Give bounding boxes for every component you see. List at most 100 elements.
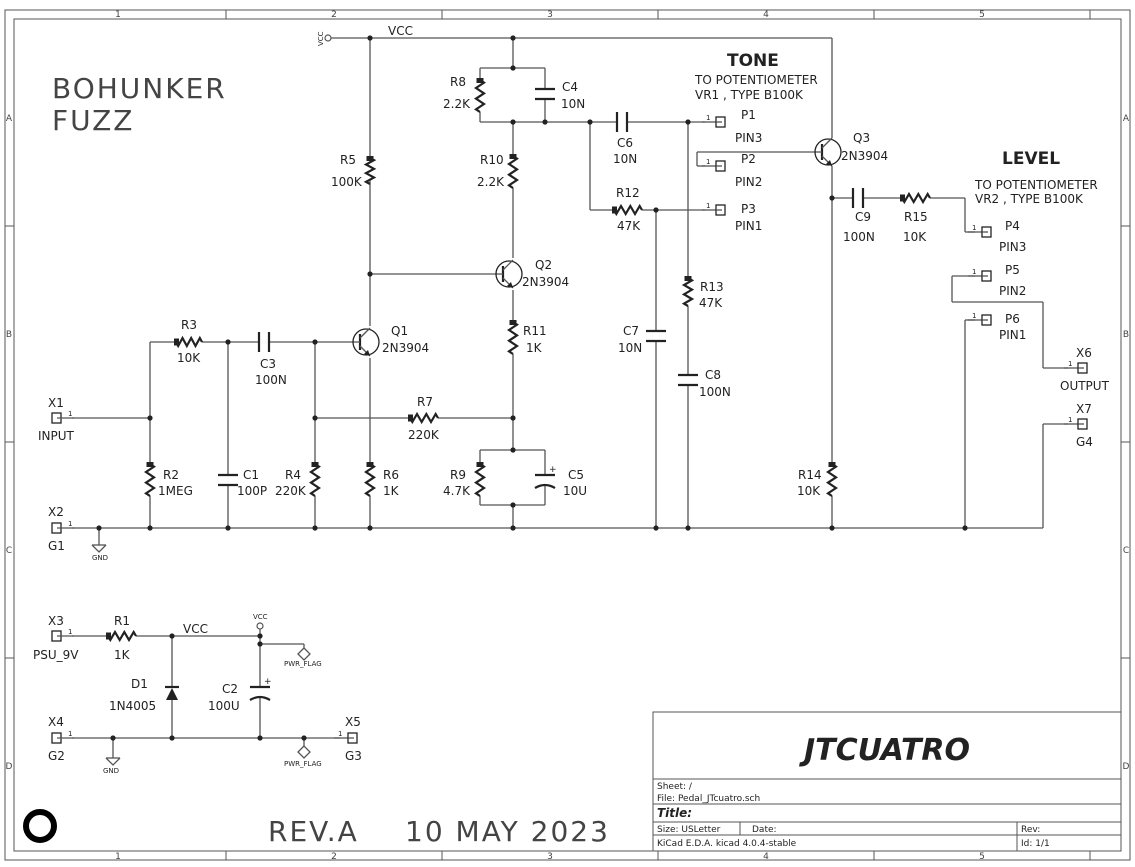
connector-p1: [702, 116, 726, 128]
capacitor-c5: +: [534, 465, 557, 489]
value-c8: 100N: [699, 385, 731, 399]
value-r3: 10K: [177, 351, 201, 365]
value-x1: INPUT: [38, 429, 75, 443]
ref-x4: X4: [48, 715, 64, 729]
resistor-r3: [174, 335, 203, 349]
ref-x3: X3: [48, 614, 64, 628]
title-block-file: File: Pedal_JTcuatro.sch: [657, 794, 760, 804]
value-p2: PIN2: [735, 175, 762, 189]
value-r1: 1K: [114, 648, 131, 662]
connector-x7: [1064, 418, 1088, 430]
tone-subtitle-1: TO POTENTIOMETER: [694, 73, 818, 87]
pin-number-label: 1: [972, 312, 976, 320]
ref-r6: R6: [383, 468, 399, 482]
ref-c5: C5: [568, 468, 584, 482]
ref-c2: C2: [222, 682, 238, 696]
svg-text:+: +: [549, 465, 557, 475]
junction-dot: [147, 415, 153, 421]
column-label-bottom: 2: [331, 852, 337, 862]
resistor-r8: [474, 78, 486, 113]
column-label-top: 4: [763, 10, 769, 20]
junction-dot: [510, 35, 516, 41]
tone-heading: TONE: [727, 51, 779, 71]
ref-x1: X1: [48, 396, 64, 410]
column-label-top: 5: [979, 10, 985, 20]
ref-r5: R5: [340, 153, 356, 167]
vcc-symbol-label: VCC: [253, 613, 268, 621]
connector-x2: [51, 522, 74, 534]
ref-p6: P6: [1005, 312, 1020, 326]
ref-q3: Q3: [853, 131, 870, 145]
junction-dot: [685, 525, 691, 531]
value-r2: 1MEG: [158, 484, 193, 498]
connector-p5: [968, 270, 992, 282]
junction-dot: [829, 525, 835, 531]
date-text: 10 MAY 2023: [405, 815, 610, 848]
connector-p2: [702, 160, 726, 172]
value-q3: 2N3904: [841, 149, 888, 163]
pin-number-label: 1: [68, 730, 72, 738]
connector-symbols: [51, 116, 1088, 744]
level-subtitle-1: TO POTENTIOMETER: [974, 178, 1098, 192]
vcc-symbol-label: VCC: [317, 31, 325, 46]
capacitor-c7: [646, 329, 666, 343]
row-label-right: A: [1123, 114, 1130, 124]
component-labels: R1 1K R2 1MEG R3 10K R4 220K R5 100K R6 …: [33, 75, 1110, 763]
value-x7: G4: [1076, 435, 1093, 449]
ref-r15: R15: [904, 210, 928, 224]
connector-x3: [51, 630, 74, 642]
value-r7: 220K: [408, 428, 440, 442]
ref-r11: R11: [523, 324, 547, 338]
title-block-project-title: JTCUATRO: [799, 733, 970, 768]
title-block-id: Id: 1/1: [1021, 839, 1050, 849]
ref-r12: R12: [616, 186, 640, 200]
ground-symbol: GND: [103, 757, 121, 775]
resistor-r9: [474, 462, 486, 497]
connector-p6: [968, 314, 992, 326]
svg-text:+: +: [264, 677, 272, 687]
title-block-title-label: Title:: [657, 806, 692, 820]
value-p4: PIN3: [999, 240, 1026, 254]
row-label-left: A: [6, 114, 13, 124]
junction-dot: [301, 735, 307, 741]
ref-r8: R8: [450, 75, 466, 89]
value-r15: 10K: [903, 230, 927, 244]
value-r10: 2.2K: [477, 175, 505, 189]
row-label-left: D: [6, 762, 13, 772]
value-p5: PIN2: [999, 284, 1026, 298]
title-block-sheet: Sheet: /: [657, 782, 693, 792]
title-block-rev-label: Rev:: [1021, 825, 1040, 835]
title-block-size: Size: USLetter: [657, 825, 721, 835]
row-label-right: C: [1123, 546, 1129, 556]
junction-dot: [367, 271, 373, 277]
transistor-q2-symbol: [495, 259, 523, 289]
pin-number-label: 1: [68, 410, 72, 418]
pin-number-label: 1: [338, 730, 342, 738]
ground-label: GND: [103, 767, 119, 775]
ref-c9: C9: [855, 210, 871, 224]
junction-dot: [225, 525, 231, 531]
ref-c4: C4: [562, 80, 578, 94]
value-x3: PSU_9V: [33, 648, 79, 662]
value-p1: PIN3: [735, 131, 762, 145]
value-r4: 220K: [275, 484, 307, 498]
capacitor-c1: [218, 473, 238, 487]
connector-p4: [968, 226, 992, 238]
resistor-r15: [900, 191, 931, 205]
connector-x4: [51, 732, 74, 744]
value-d1: 1N4005: [109, 699, 156, 713]
value-x4: G2: [48, 749, 65, 763]
pin-number-label: 1: [68, 520, 72, 528]
junction-dot: [147, 525, 153, 531]
net-label-vcc: VCC: [388, 24, 413, 38]
border-column-labels: 1 2 3 4 5 1 2 3 4 5: [115, 10, 985, 862]
capacitor-c2: +: [249, 677, 272, 701]
value-r12: 47K: [617, 219, 641, 233]
column-label-top: 1: [115, 10, 121, 20]
value-c7: 10N: [618, 341, 642, 355]
ref-r13: R13: [700, 280, 724, 294]
junction-dot: [312, 339, 318, 345]
net-label-vcc-psu: VCC: [183, 622, 208, 636]
